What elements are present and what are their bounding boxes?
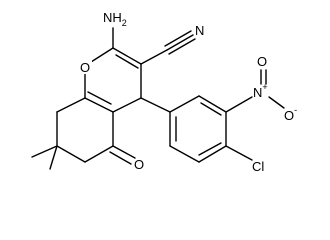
- bond-ar-c4-c5-double: [198, 142, 222, 156]
- bond-ar-cl: [225, 145, 253, 161]
- bond-c8a-c8: [56, 97, 86, 113]
- bond-ar-c5-c6: [169, 145, 200, 163]
- bond-nitrile-1: [166, 34, 194, 51]
- bond-ar-c1-c2: [169, 95, 200, 113]
- ring-oxygen-bg: [80, 60, 92, 74]
- molecule-diagram: NH2 O N O N+ O O- Cl: [31, 10, 297, 174]
- bond-c4a-c8a-double: [87, 91, 112, 105]
- bond-c2-c3-double: [115, 54, 139, 69]
- amino-nh: NH: [103, 10, 122, 25]
- bond-c4-c4a: [112, 97, 142, 113]
- bond-c4a-c8a: [84, 97, 114, 113]
- bond-n-o-right: [268, 96, 285, 109]
- bond-nitrile-2: [164, 30, 192, 47]
- bond-nitrile-3: [168, 38, 196, 55]
- bond-c4-aryl: [140, 97, 171, 113]
- nitro-n: N: [253, 85, 262, 100]
- bond-ar-no2: [225, 96, 253, 113]
- nitro-o: O: [284, 108, 294, 123]
- nitro-oxygen-top-label: O: [257, 54, 267, 69]
- bond-c3-cn: [140, 49, 168, 65]
- bond-c7-me2: [49, 145, 58, 170]
- chlorine-label: Cl: [252, 159, 264, 174]
- ring-oxygen-label: O: [80, 60, 90, 75]
- bond-c2-c3: [112, 47, 142, 65]
- bond-c7-c6: [56, 145, 86, 163]
- bond-ar-c2-c3-double: [200, 102, 222, 116]
- bond-c2-o1: [90, 47, 114, 63]
- bond-c7-me1: [31, 145, 58, 158]
- nitro-o-charge: -: [294, 105, 297, 115]
- bond-c6-c5: [84, 145, 114, 163]
- atom-label-layer: NH2 O N O N+ O O- Cl: [80, 10, 297, 174]
- bond-layer: [31, 27, 285, 170]
- bond-ar-c2-c3: [198, 95, 227, 113]
- nitro-nitrogen-label: N+: [253, 82, 268, 100]
- bond-c5-o: [112, 145, 136, 159]
- nitro-oxygen-right-label: O-: [284, 105, 297, 123]
- amino-subscript: 2: [122, 18, 127, 28]
- ketone-oxygen-label: O: [134, 157, 144, 172]
- nitrile-nitrogen-label: N: [195, 23, 204, 38]
- nitro-n-charge: +: [262, 82, 267, 92]
- bond-ar-c4-c5: [198, 145, 227, 163]
- bond-c5-o-double: [109, 151, 132, 165]
- amino-label: NH2: [103, 10, 127, 28]
